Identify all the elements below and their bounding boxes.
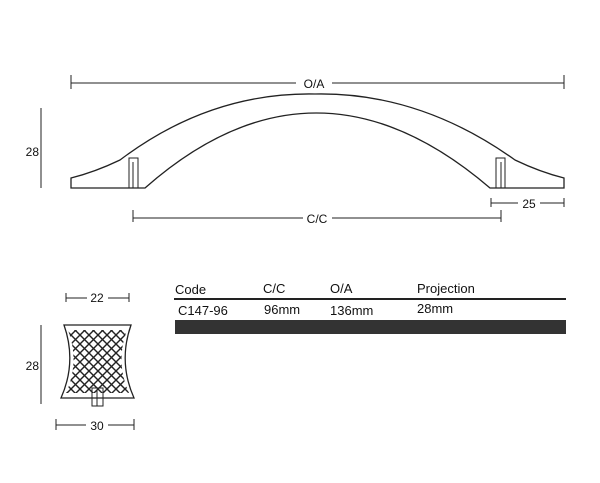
centers-dimension: C/C — [132, 210, 502, 226]
lattice-line — [93, 330, 129, 393]
lattice-line — [102, 330, 129, 393]
centers-label: C/C — [307, 212, 328, 226]
end-offset-label: 25 — [522, 197, 536, 211]
base-width-label: 30 — [90, 419, 104, 433]
header-oa: O/A — [330, 281, 353, 296]
screw-boss-left — [128, 157, 139, 189]
top-width-dimension: 22 — [65, 291, 130, 305]
side-height-label: 28 — [26, 145, 40, 159]
cell-code: C147-96 — [178, 303, 228, 318]
lattice-line — [111, 330, 129, 393]
cell-oa: 136mm — [330, 303, 373, 318]
end-offset-dimension: 25 — [490, 197, 565, 211]
lattice-line — [102, 330, 129, 393]
end-height-label: 28 — [26, 359, 40, 373]
lattice-line — [93, 330, 129, 393]
header-projection: Projection — [417, 281, 475, 296]
end-height-dimension: 28 — [26, 325, 42, 404]
overall-dimension: O/A — [70, 75, 565, 91]
header-code: Code — [175, 282, 206, 297]
lattice-line — [66, 330, 129, 393]
side-view: O/A 28 C/C — [26, 75, 565, 226]
lattice-line — [75, 330, 129, 393]
handle-outline — [70, 93, 565, 189]
screw-boss-right — [495, 157, 506, 189]
header-cc: C/C — [263, 281, 285, 296]
overall-label: O/A — [304, 77, 325, 91]
top-width-label: 22 — [90, 291, 104, 305]
base-width-dimension: 30 — [55, 419, 135, 433]
table-dark-band — [175, 320, 566, 334]
side-height-dimension: 28 — [26, 108, 42, 188]
cell-cc: 96mm — [264, 302, 300, 317]
spec-table: Code C/C O/A Projection C147-96 96mm 136… — [174, 281, 566, 334]
cell-projection: 28mm — [417, 301, 453, 316]
